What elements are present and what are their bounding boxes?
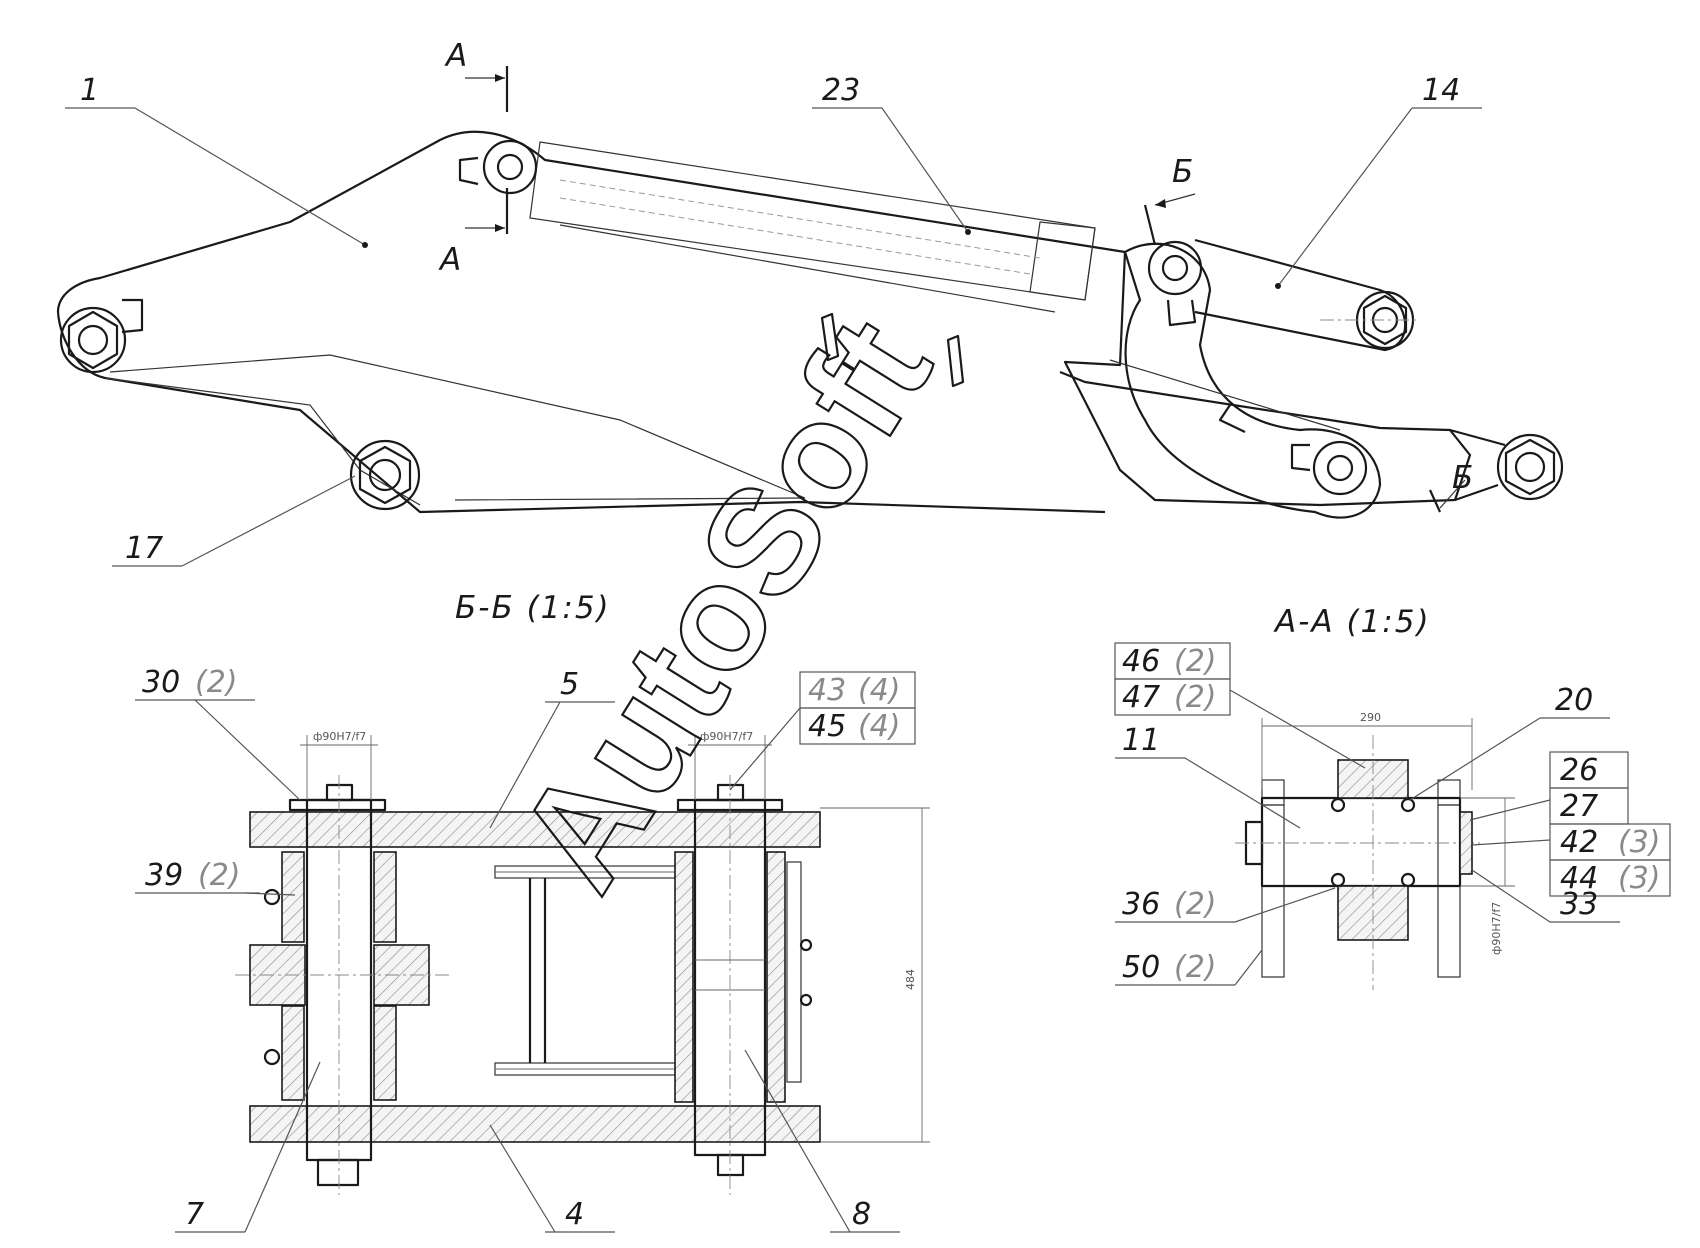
callout-5-label: 5 — [560, 667, 579, 702]
rocker-link — [1123, 242, 1382, 519]
left-pivot — [59, 306, 127, 374]
callout-20: 20 — [1409, 683, 1610, 801]
section-mark-a: А А — [438, 38, 509, 278]
dimension-bb-left: ф90Н7/f7 — [300, 730, 378, 800]
callout-23-label: 23 — [822, 73, 860, 108]
callout-11-label: 11 — [1122, 723, 1160, 758]
callout-47-qty: (2) — [1174, 680, 1217, 715]
section-aa-title: А-А (1:5) — [1273, 604, 1431, 640]
dim-bb-right-text: ф90Н7/f7 — [700, 730, 753, 743]
callout-50: 50 (2) — [1115, 949, 1263, 986]
section-bb-view: Б-Б (1:5) — [135, 590, 930, 1233]
callout-27: 27 — [1469, 787, 1629, 825]
callout-42-label: 42 — [1560, 825, 1598, 860]
section-a-bottom-label: А — [438, 242, 463, 278]
callout-45-label: 45 — [808, 709, 846, 744]
callout-46-label: 46 — [1122, 644, 1160, 679]
section-b-top-label: Б — [1172, 154, 1195, 190]
callout-7: 7 — [175, 1061, 321, 1233]
pin-11 — [1260, 796, 1462, 888]
callout-8-label: 8 — [852, 1197, 871, 1232]
lower-pivot — [349, 439, 421, 511]
callout-26: 26 — [1549, 751, 1629, 789]
dimension-aa-width: 290 — [1261, 711, 1473, 790]
dimension-bb-height: 484 — [820, 807, 930, 1143]
callout-47: 47 (2) — [1114, 678, 1366, 769]
section-a-top-label: А — [444, 38, 469, 74]
callout-46-qty: (2) — [1174, 644, 1217, 679]
callout-30-label: 30 — [142, 665, 180, 700]
callout-44: 44 (3) — [1549, 859, 1671, 897]
callout-1: 1 — [65, 73, 368, 248]
callout-4: 4 — [489, 1124, 615, 1233]
dimension-bb-right: ф90Н7/f7 — [688, 730, 772, 800]
section-aa-view: А-А (1:5) 290 ф90Н7/f7 — [1114, 604, 1671, 990]
callout-46: 46 (2) — [1114, 642, 1231, 680]
callout-45-qty: (4) — [858, 709, 901, 744]
callout-36-label: 36 — [1122, 887, 1160, 922]
callout-39-qty: (2) — [198, 858, 241, 893]
callout-14: 14 — [1275, 73, 1482, 289]
section-b-bottom-label: Б — [1452, 460, 1475, 496]
callout-44-qty: (3) — [1618, 861, 1661, 896]
callout-27-label: 27 — [1560, 789, 1598, 824]
callout-47-label: 47 — [1122, 680, 1160, 715]
callout-20-label: 20 — [1555, 683, 1593, 718]
callout-5: 5 — [489, 667, 615, 829]
dim-aa-width-text: 290 — [1360, 711, 1381, 724]
callout-23: 23 — [812, 73, 971, 235]
callout-30-qty: (2) — [195, 665, 238, 700]
callout-17-label: 17 — [125, 531, 163, 566]
callout-39-label: 39 — [145, 858, 183, 893]
callout-30: 30 (2) — [135, 665, 301, 801]
section-mark-b: Б Б — [1143, 154, 1475, 513]
callout-36: 36 (2) — [1115, 887, 1336, 923]
callout-17: 17 — [112, 475, 356, 567]
callout-1-label: 1 — [80, 73, 99, 108]
section-bb-title: Б-Б (1:5) — [455, 590, 611, 626]
callout-44-label: 44 — [1560, 861, 1598, 896]
callout-39: 39 (2) — [135, 858, 296, 896]
dim-height-text: 484 — [904, 969, 917, 990]
callout-11: 11 — [1115, 723, 1301, 829]
callout-7-label: 7 — [185, 1197, 204, 1232]
callout-36-qty: (2) — [1174, 887, 1217, 922]
callout-33-label: 33 — [1560, 887, 1598, 922]
callout-42-qty: (3) — [1618, 825, 1661, 860]
callout-43-label: 43 — [808, 673, 846, 708]
callout-8: 8 — [744, 1049, 900, 1233]
callout-33: 33 — [1471, 869, 1620, 923]
callout-26-label: 26 — [1560, 753, 1598, 788]
callout-14-label: 14 — [1422, 73, 1460, 108]
callout-45: 45 (4) — [799, 707, 916, 745]
dim-aa-bore-text: ф90Н7/f7 — [1490, 902, 1503, 955]
dim-bb-left-text: ф90Н7/f7 — [313, 730, 366, 743]
callout-42: 42 (3) — [1471, 823, 1671, 861]
callout-43-qty: (4) — [858, 673, 901, 708]
callout-4-label: 4 — [565, 1197, 584, 1232]
main-view: А А Б Б 1 23 14 — [56, 38, 1564, 567]
right-pivot — [1496, 433, 1564, 501]
callout-50-label: 50 — [1122, 950, 1160, 985]
dimension-aa-bore: ф90Н7/f7 — [1460, 797, 1515, 955]
callout-50-qty: (2) — [1174, 950, 1217, 985]
